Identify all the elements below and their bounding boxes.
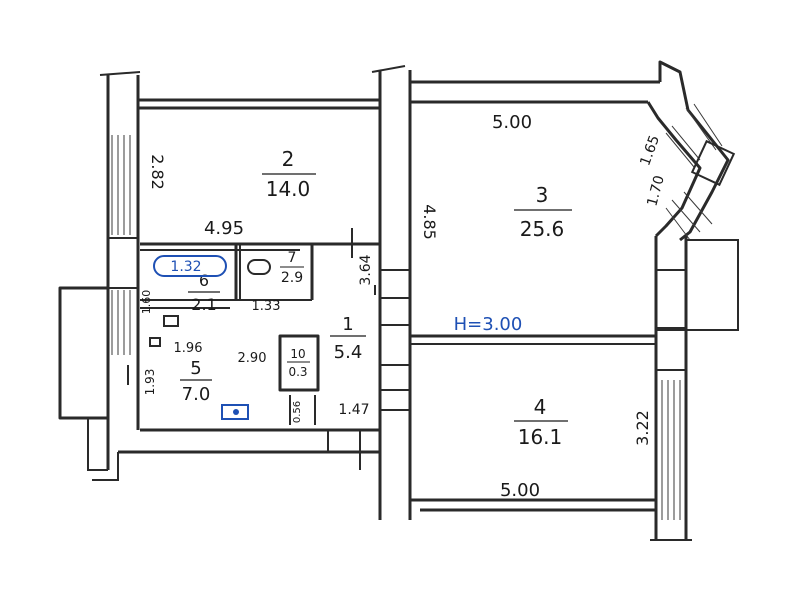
dim-0-56: 0.56 xyxy=(292,401,303,423)
dim-1-93: 1.93 xyxy=(143,369,157,396)
room-2-number: 2 xyxy=(282,147,295,171)
walls xyxy=(58,60,739,541)
room-3-number: 3 xyxy=(536,183,549,207)
dim-1-33: 1.33 xyxy=(252,299,281,314)
room-10-area: 0.3 xyxy=(288,365,307,379)
dim-bay-lower: 1.70 xyxy=(644,174,668,208)
dim-top-room3: 5.00 xyxy=(492,112,532,133)
room-7-number: 7 xyxy=(288,250,297,266)
room-1-number: 1 xyxy=(342,314,353,335)
room-4-number: 4 xyxy=(534,395,547,419)
room-10-number: 10 xyxy=(290,347,305,361)
room-2-area: 14.0 xyxy=(266,177,311,201)
dim-corridor-right: 3.64 xyxy=(358,254,374,285)
dim-kitchen-top: 1.32 xyxy=(170,259,201,275)
dim-1-96: 1.96 xyxy=(174,341,203,356)
dim-1-60: 1.60 xyxy=(140,290,153,315)
room-6-area: 2.1 xyxy=(191,295,216,314)
ceiling-height-label: H=3.00 xyxy=(454,314,523,335)
dim-1-47: 1.47 xyxy=(338,402,369,418)
dim-bay-upper: 1.65 xyxy=(637,133,663,168)
dimension-labels: 5.00 5.00 4.95 2.82 4.85 3.64 1.65 1.70 … xyxy=(140,112,668,501)
dim-room4-right: 3.22 xyxy=(633,410,652,446)
dim-room2-height: 2.82 xyxy=(148,154,167,190)
dim-room3-left: 4.85 xyxy=(420,204,439,240)
room-5-number: 5 xyxy=(190,358,201,379)
dim-room2-width: 4.95 xyxy=(204,218,244,239)
room-7-area: 2.9 xyxy=(281,270,303,286)
room-6-number: 6 xyxy=(199,271,209,290)
dim-2-90: 2.90 xyxy=(238,351,267,366)
room-4-area: 16.1 xyxy=(518,425,563,449)
room-3-area: 25.6 xyxy=(520,217,565,241)
dim-bottom-room4: 5.00 xyxy=(500,480,540,501)
room-1-area: 5.4 xyxy=(334,342,363,363)
room-5-area: 7.0 xyxy=(182,384,211,405)
room-labels: 2 14.0 3 25.6 4 16.1 1 5.4 5 7.0 6 2.1 7… xyxy=(180,147,572,449)
